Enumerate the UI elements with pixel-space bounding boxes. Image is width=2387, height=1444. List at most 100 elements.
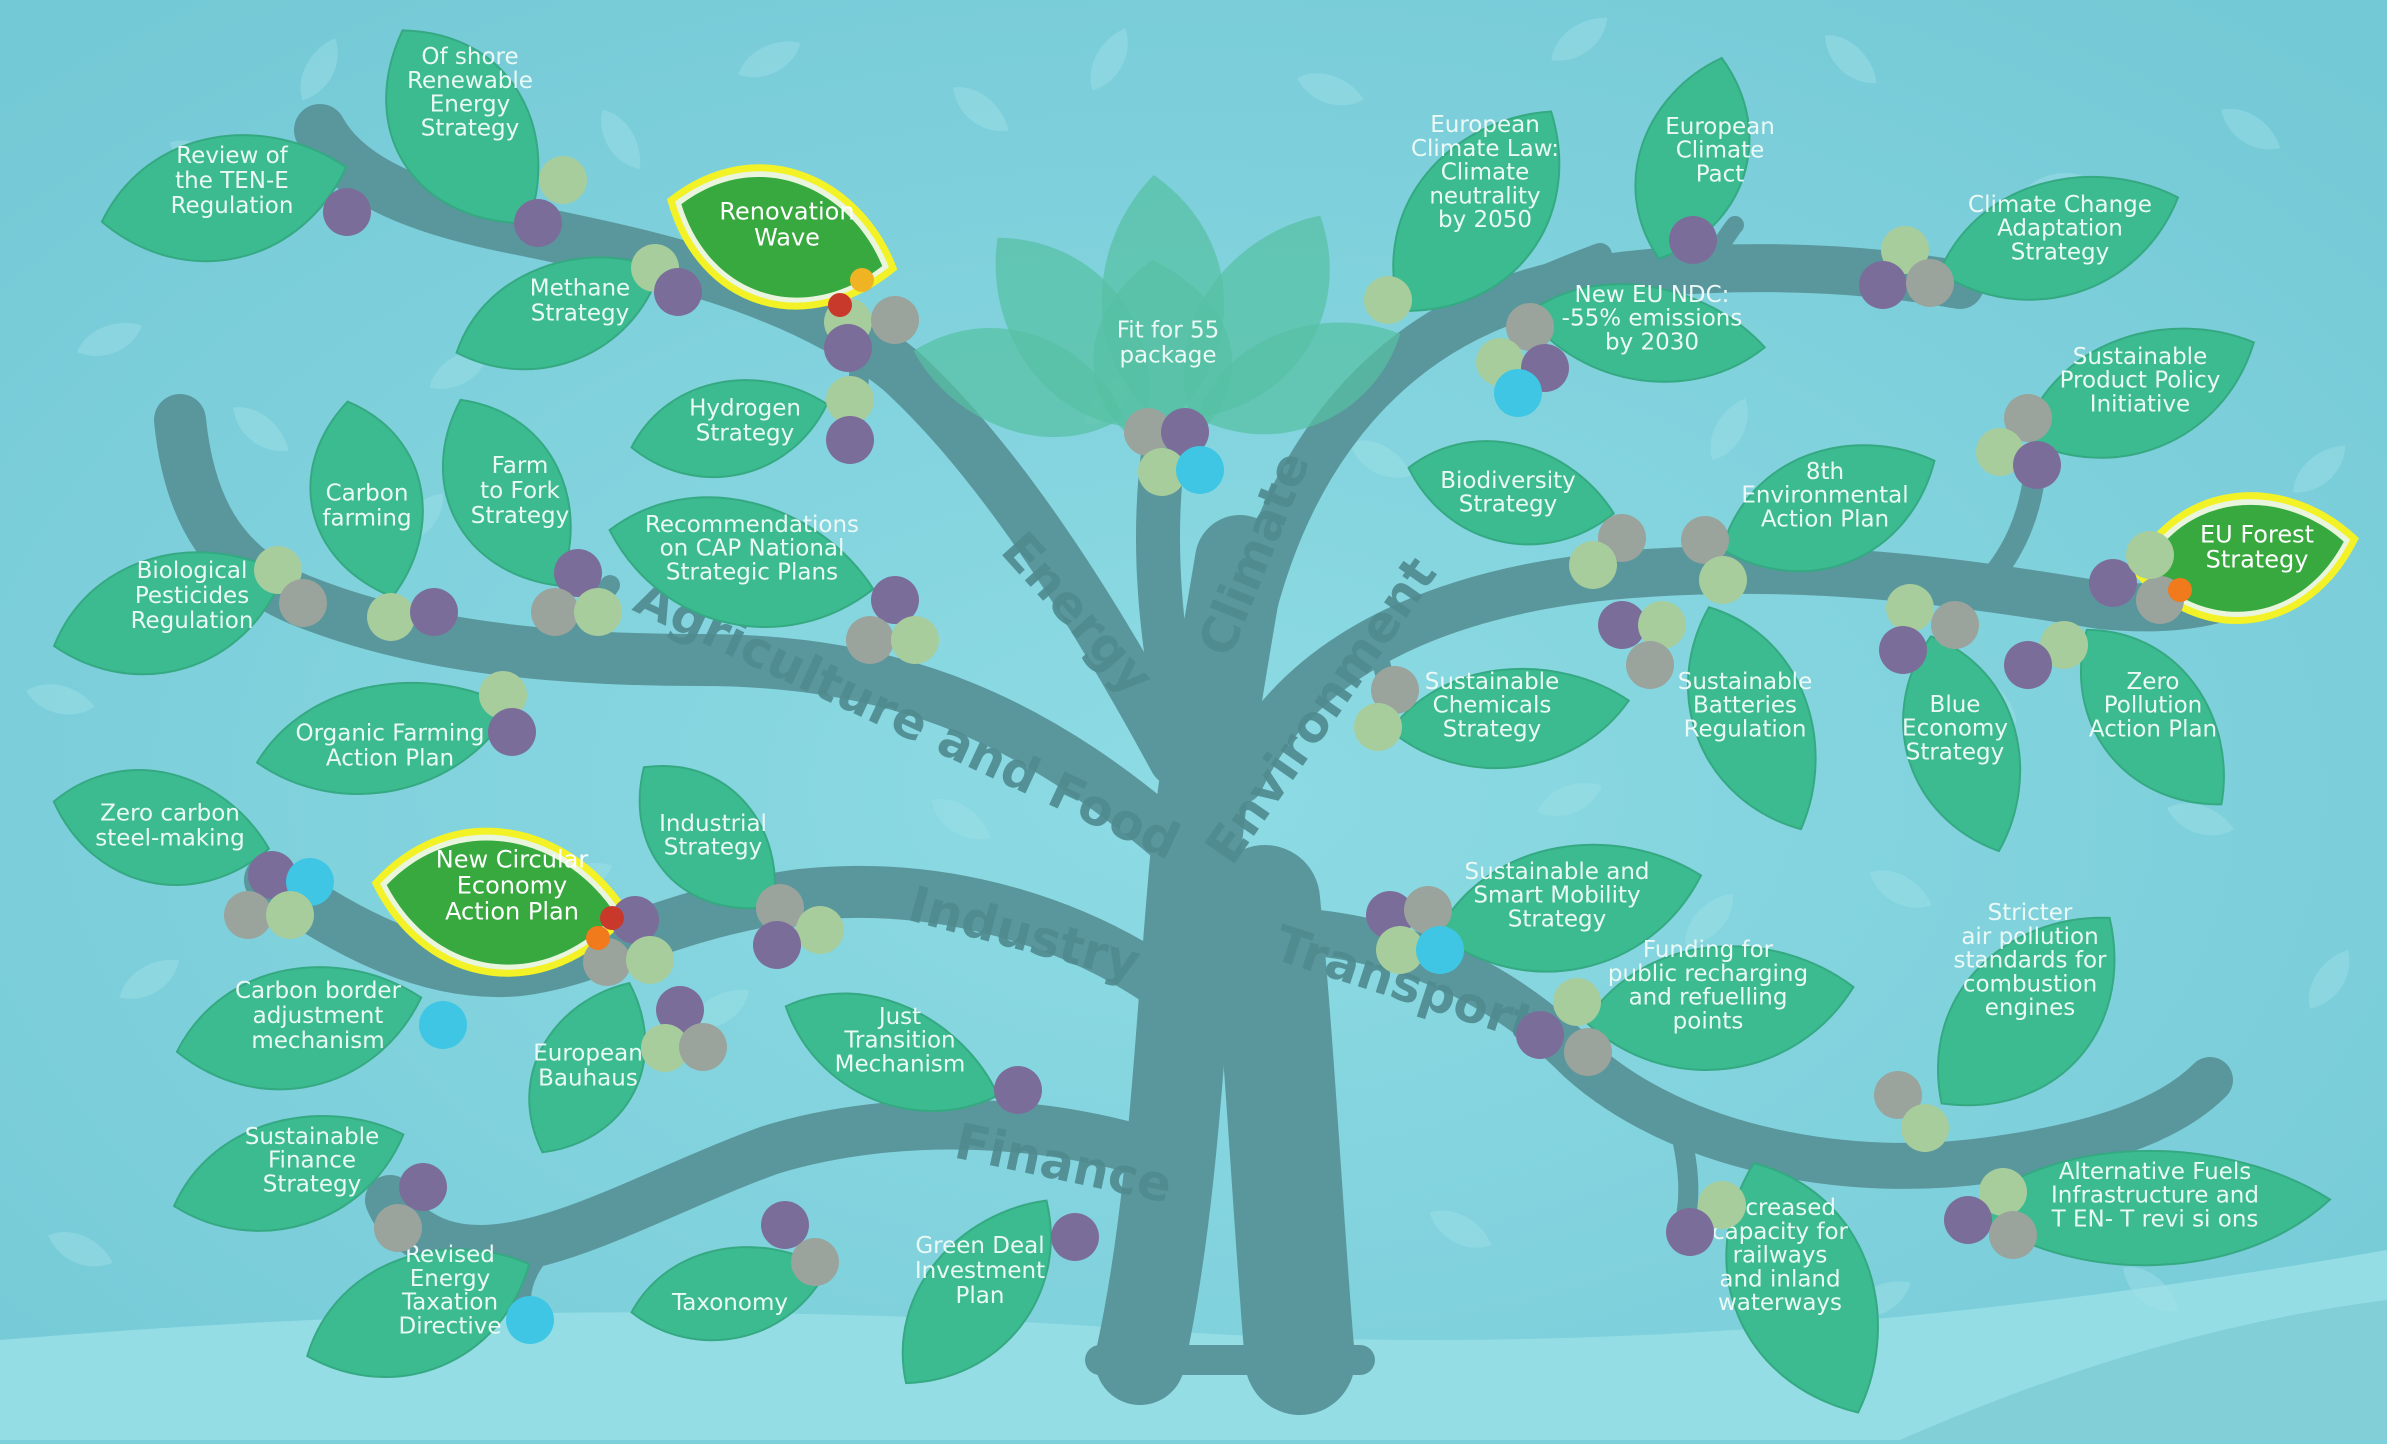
background-leaf xyxy=(1685,893,1733,945)
berry xyxy=(753,921,801,969)
berry xyxy=(1598,601,1646,649)
berry xyxy=(761,1201,809,1249)
leaf-label-line: railways xyxy=(1733,1243,1828,1269)
berry xyxy=(488,708,536,756)
berry xyxy=(531,588,579,636)
leaf-label-line: waterways xyxy=(1718,1290,1842,1316)
leaf-shape xyxy=(1407,440,1616,546)
leaf-label-line: Hydrogen xyxy=(689,396,801,422)
berry xyxy=(1698,1181,1746,1229)
branch-railways xyxy=(1670,1120,1699,1230)
leaf-label-line: Strategy xyxy=(1508,906,1607,932)
leaf-label-line: Renovation xyxy=(719,197,854,225)
berry xyxy=(796,906,844,954)
berry xyxy=(2126,531,2174,579)
berry xyxy=(1669,216,1717,264)
leaf-label-line: Carbon border xyxy=(235,978,402,1004)
background-leaf xyxy=(1710,398,1748,461)
berry xyxy=(554,549,602,597)
leaf-label-line: Directive xyxy=(398,1313,501,1339)
leaf-label-line: Strategy xyxy=(531,300,630,326)
background-leaf xyxy=(1825,35,1877,83)
leaf-label-line: New Circular xyxy=(436,845,589,873)
leaf-shape xyxy=(1584,945,1855,1071)
leaf-label-line: Strategy xyxy=(696,420,795,446)
background-leaf xyxy=(300,38,338,101)
leaf-label-line: Farm xyxy=(492,453,549,479)
leaf-shape xyxy=(681,177,883,298)
leaf-label-line: Action Plan xyxy=(326,745,454,771)
leaf-label-line: Strategy xyxy=(421,115,520,141)
berry xyxy=(254,546,302,594)
leaf-label-line: Pollution xyxy=(2104,693,2203,719)
leaf-label-line: Product Policy xyxy=(2060,368,2221,394)
berry xyxy=(1681,516,1729,564)
leaf-label-line: -55% emissions xyxy=(1562,306,1743,332)
berry xyxy=(1354,703,1402,751)
leaf-label-line: Pesticides xyxy=(135,583,249,609)
berry xyxy=(791,1238,839,1286)
leaf-shape xyxy=(1938,175,2180,301)
leaf-label-line: adjustment xyxy=(253,1003,384,1029)
leaf-label-line: Sustainable xyxy=(1425,669,1559,695)
leaf-label-line: Recommendations xyxy=(645,512,859,538)
berry xyxy=(2004,394,2052,442)
berry xyxy=(374,1204,422,1252)
leaf-shape xyxy=(1435,843,1703,973)
berry xyxy=(1931,601,1979,649)
leaf-shape xyxy=(100,134,348,263)
leaf-label-line: by 2030 xyxy=(1605,329,1699,355)
leaf-label-line: Renewable xyxy=(407,68,533,94)
leaf-label-line: Strategy xyxy=(2011,239,2110,265)
leaf-label-line: Strategy xyxy=(1443,716,1542,742)
berry xyxy=(410,588,458,636)
berry xyxy=(824,324,872,372)
leaf-label-line: Organic Farming xyxy=(295,721,484,747)
leaf-shape xyxy=(528,981,647,1154)
leaf-label-line: mechanism xyxy=(251,1028,384,1054)
accent-dot xyxy=(2168,578,2192,602)
background-leaf xyxy=(2293,445,2346,493)
leaf-label-line: Climate xyxy=(1441,160,1530,186)
leaf-label-line: Pact xyxy=(1696,161,1745,187)
leaf-label-line: Action Plan xyxy=(1761,506,1889,532)
leaf-shape xyxy=(608,496,875,629)
leaf-label-line: air pollution xyxy=(1961,924,2098,950)
leaf-shape xyxy=(2021,327,2256,459)
berry xyxy=(1516,1011,1564,1059)
berry xyxy=(367,593,415,641)
leaf-label-line: Infrastructure and xyxy=(2051,1183,2259,1209)
accent-dot xyxy=(600,906,624,930)
leaf-shape xyxy=(1902,635,2022,853)
berry xyxy=(1666,1208,1714,1256)
berry xyxy=(1906,259,1954,307)
leaf-label-line: Batteries xyxy=(1693,693,1797,719)
leaf-label-line: Strategy xyxy=(1906,739,2005,765)
leaf-shape xyxy=(52,769,271,886)
berry xyxy=(574,588,622,636)
leaf-label-line: Environmental xyxy=(1741,483,1908,509)
